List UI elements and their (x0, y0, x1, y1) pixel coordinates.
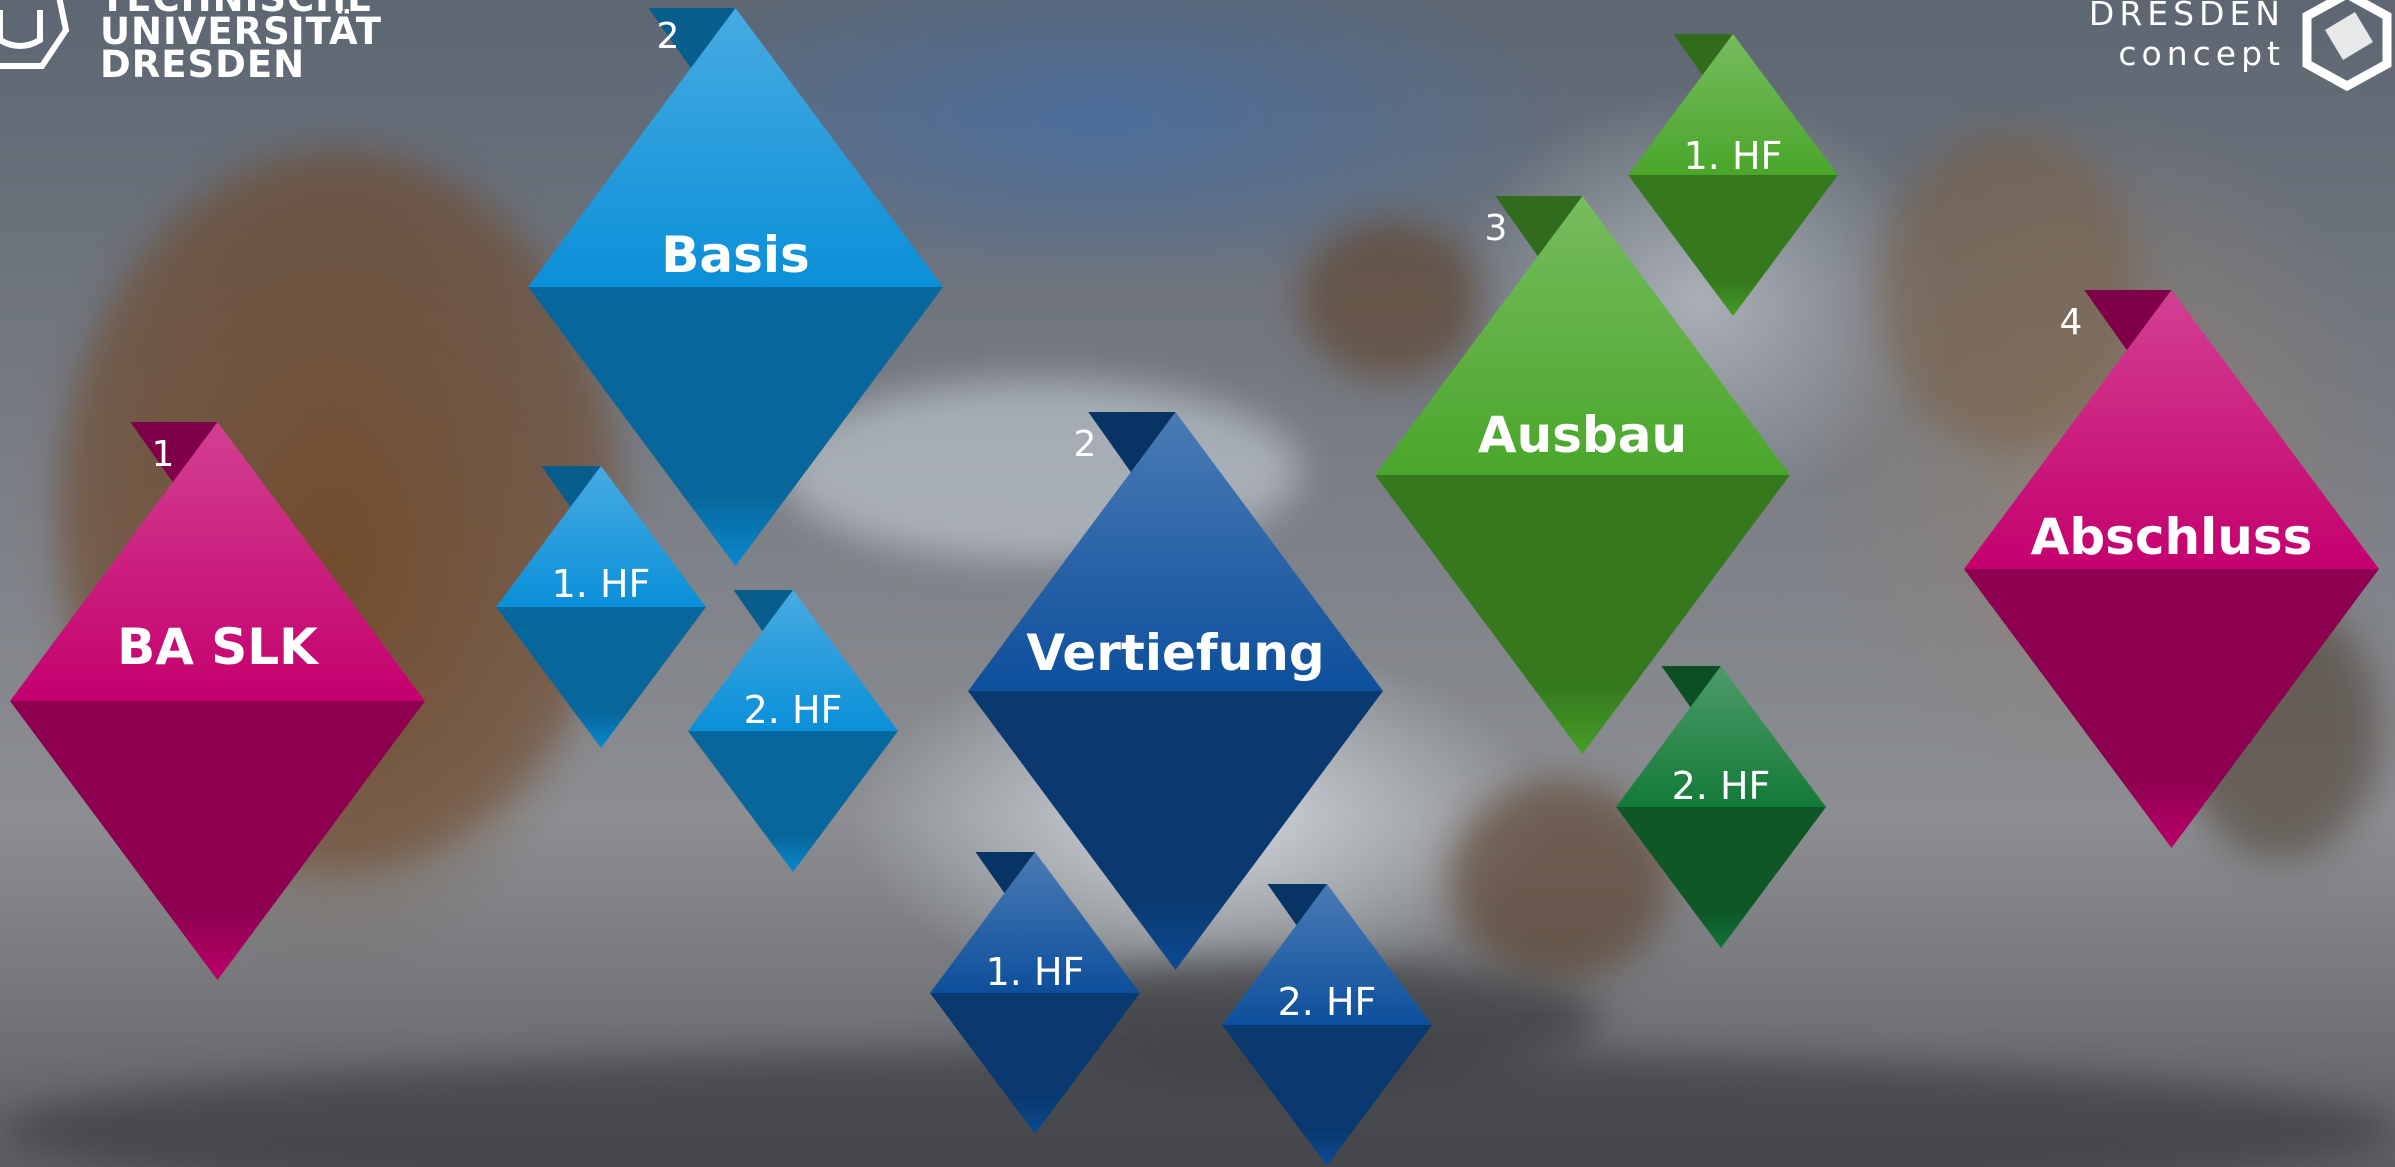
diamond-shape (1628, 34, 1838, 316)
diamond-top-half (1616, 666, 1826, 807)
tud-wordmark-line: DRESDEN (100, 43, 306, 86)
stage-basis[interactable]: Basis 2 (528, 8, 943, 566)
diamond-tab (1495, 196, 1583, 267)
diamond-shape (968, 412, 1383, 970)
tud-wordmark-line: UNIVERSITÄT (100, 10, 382, 53)
dresden-concept-line: concept (2118, 34, 2285, 73)
diamond-shape (528, 8, 943, 566)
diamond-bottom-half (1222, 1025, 1432, 1166)
diamond-tab (1088, 412, 1176, 483)
diamond-tab (541, 466, 601, 515)
dresden-concept-line: DRESDEN (2088, 0, 2285, 33)
diamond-bottom-half (1616, 807, 1826, 948)
stage-label: Abschluss (2030, 508, 2313, 566)
diamond-shape (930, 852, 1140, 1134)
stage-label: 1. HF (985, 950, 1085, 994)
stage-number: 2 (656, 16, 680, 57)
diamond-top-half (688, 590, 898, 731)
diamond-bottom-half (1628, 175, 1838, 316)
diamond-tab (733, 590, 793, 639)
diamond-shape (688, 590, 898, 872)
diamond-tab (975, 852, 1035, 901)
diamond-top-half (10, 422, 425, 701)
diamond-bottom-half (496, 607, 706, 748)
stage-number: 1 (151, 434, 175, 475)
stage-vertiefung-hf1[interactable]: 1. HF (930, 852, 1140, 1134)
stage-label: Ausbau (1477, 406, 1688, 464)
stage-basis-hf1[interactable]: 1. HF (496, 466, 706, 748)
dresden-concept-wordmark: DRESDEN concept (2089, 0, 2285, 74)
stage-abschluss[interactable]: Abschluss 4 (1964, 290, 2379, 848)
stage-label: 1. HF (1683, 134, 1783, 178)
diamond-tab (1267, 884, 1327, 933)
stage-ausbau-hf2[interactable]: 2. HF (1616, 666, 1826, 948)
diamond-tab (648, 8, 736, 79)
stage-number: 2 (1073, 424, 1097, 465)
diamond-top-half (1964, 290, 2379, 569)
stage-label: 2. HF (743, 688, 843, 732)
diamond-bottom-half (968, 691, 1383, 970)
diamond-shape (1616, 666, 1826, 948)
stage-label: 2. HF (1277, 980, 1377, 1024)
stage-vertiefung-hf2[interactable]: 2. HF (1222, 884, 1432, 1166)
diamond-bottom-half (10, 701, 425, 980)
stage-ausbau[interactable]: Ausbau 3 (1375, 196, 1790, 754)
diamond-tab (2084, 290, 2172, 361)
stage-label: BA SLK (117, 618, 318, 676)
diamond-bottom-half (1964, 569, 2379, 848)
stage-label: Basis (661, 226, 810, 284)
stage-number: 3 (1484, 208, 1508, 249)
diamond-bottom-half (688, 731, 898, 872)
diamond-bottom-half (528, 287, 943, 566)
stage-ba-slk[interactable]: BA SLK 1 (10, 422, 425, 980)
diamond-top-half (930, 852, 1140, 993)
diamond-top-half (1222, 884, 1432, 1025)
diamond-bottom-half (930, 993, 1140, 1134)
blurred-floor (0, 1050, 2395, 1167)
stage-ausbau-hf1[interactable]: 1. HF (1628, 34, 1838, 316)
diamond-shape (1222, 884, 1432, 1166)
diamond-bottom-half (1375, 475, 1790, 754)
blurred-hair-shape (1300, 220, 1480, 380)
tud-wordmark-line: TECHNISCHE (100, 0, 382, 17)
stage-number: 4 (2059, 302, 2083, 343)
diamond-top-half (1628, 34, 1838, 175)
tud-wordmark: TECHNISCHE UNIVERSITÄT DRESDEN (100, 0, 382, 86)
diamond-tab (130, 422, 218, 493)
diamond-shape (1375, 196, 1790, 754)
stage-vertiefung[interactable]: Vertiefung 2 (968, 412, 1383, 970)
diamond-shape (496, 466, 706, 748)
diamond-shape (1964, 290, 2379, 848)
diamond-top-half (968, 412, 1383, 691)
diamond-top-half (528, 8, 943, 287)
stage-label: 2. HF (1671, 764, 1771, 808)
aperture-icon (2302, 0, 2392, 92)
diamond-tab (1673, 34, 1733, 83)
tud-seal-icon (0, 0, 70, 69)
diamond-shape (10, 422, 425, 980)
stage-basis-hf2[interactable]: 2. HF (688, 590, 898, 872)
diamond-top-half (1375, 196, 1790, 475)
diamond-top-half (496, 466, 706, 607)
diamond-tab (1661, 666, 1721, 715)
stage-label: Vertiefung (1026, 624, 1325, 682)
stage-label: 1. HF (551, 562, 651, 606)
